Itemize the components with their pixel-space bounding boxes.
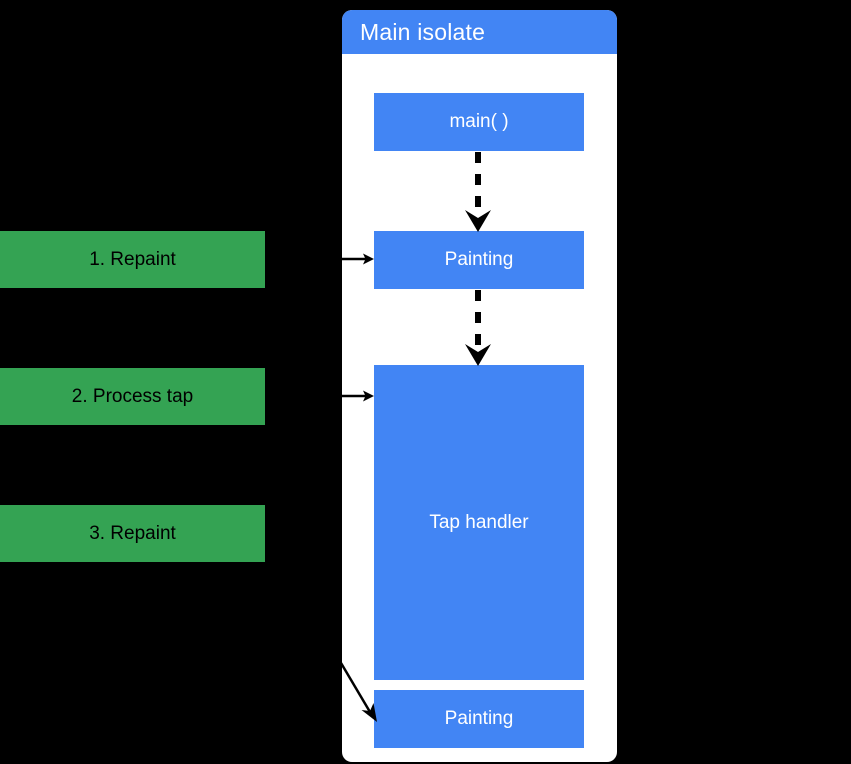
main-isolate-title: Main isolate (360, 18, 486, 45)
event-box-label: 1. Repaint (89, 248, 176, 270)
main-isolate-header: Main isolate (342, 10, 617, 54)
task-box-label: Tap handler (429, 511, 529, 533)
event-box-repaint-1: 1. Repaint (0, 231, 265, 288)
task-box-painting-2: Painting (374, 690, 584, 748)
event-box-label: 2. Process tap (71, 385, 194, 407)
task-box-painting-1: Painting (374, 231, 584, 289)
task-box-label: Painting (444, 249, 514, 270)
task-box-label: Painting (444, 708, 514, 729)
task-box-tap-handler: Tap handler (374, 365, 584, 680)
event-box-repaint-3: 3. Repaint (0, 505, 265, 562)
task-box-label: main( ) (449, 111, 509, 132)
event-box-label: 3. Repaint (89, 522, 176, 544)
event-box-process-tap: 2. Process tap (0, 368, 265, 425)
task-box-main: main( ) (374, 93, 584, 151)
